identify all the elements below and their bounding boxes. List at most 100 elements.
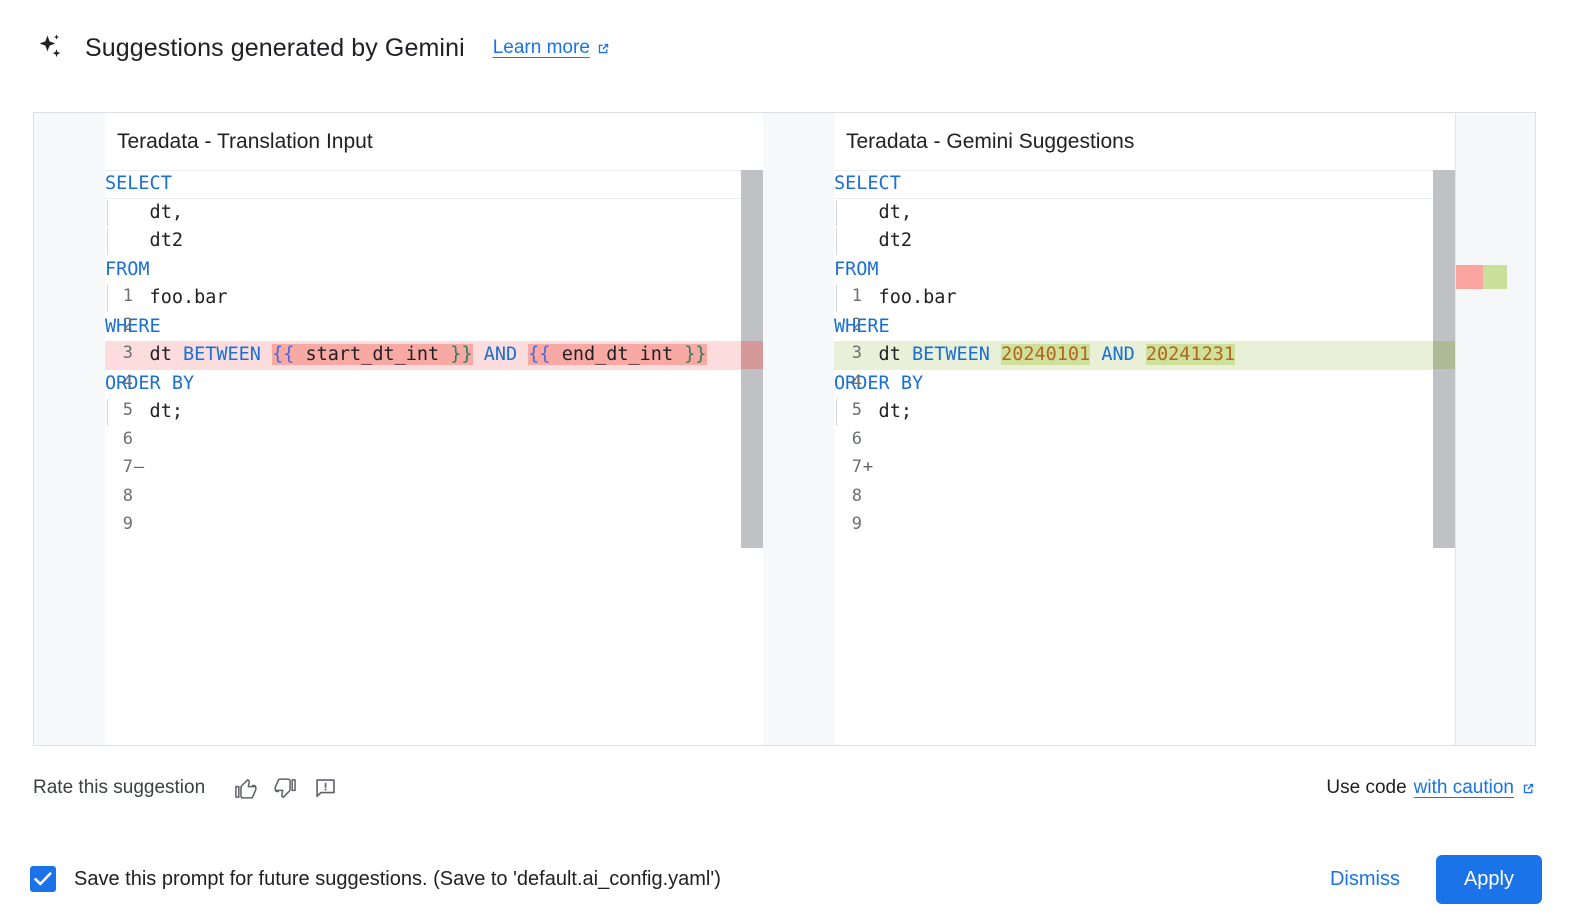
- code-line: dt BETWEEN {{ start_dt_int }} AND {{ end…: [105, 341, 763, 370]
- action-buttons: Dismiss Apply: [1316, 854, 1542, 904]
- indent-guide: [836, 285, 837, 312]
- code-line: dt,: [105, 199, 763, 228]
- thumb-up-button[interactable]: [229, 772, 261, 804]
- code-token: dt2: [105, 230, 183, 251]
- code-token: dt,: [834, 201, 912, 223]
- line-number: 9: [851, 514, 862, 534]
- code-token: start_dt_int: [294, 344, 451, 365]
- gemini-spark-icon: [33, 31, 67, 65]
- code-token: FROM: [834, 258, 879, 280]
- right-scrollbar-thumb[interactable]: [1433, 170, 1455, 548]
- code-token: [473, 344, 484, 365]
- code-line: dt;: [834, 398, 1455, 427]
- gemini-suggestions-pane: Teradata - Gemini Suggestions SELECT dt,…: [763, 113, 1455, 745]
- line-number: 6: [122, 428, 133, 449]
- left-pane-title: Teradata - Translation Input: [105, 113, 763, 170]
- with-caution-link[interactable]: with caution: [1414, 777, 1536, 799]
- line-number: 4: [851, 371, 862, 392]
- code-line: SELECT: [105, 170, 763, 199]
- code-token: dt: [834, 344, 912, 365]
- overview-inserted-marker: [1483, 265, 1507, 289]
- line-number: 6: [851, 428, 862, 449]
- indent-guide: [107, 285, 108, 312]
- save-prompt-row: Save this prompt for future suggestions.…: [30, 866, 721, 892]
- code-token: {{: [272, 344, 295, 365]
- code-line: dt,: [834, 199, 1455, 228]
- dismiss-button[interactable]: Dismiss: [1316, 858, 1414, 901]
- code-token: dt;: [834, 401, 912, 422]
- line-number: 5: [122, 400, 133, 420]
- right-vertical-scrollbar[interactable]: [1433, 170, 1455, 745]
- code-token: dt2: [834, 230, 912, 251]
- bottom-action-bar: Save this prompt for future suggestions.…: [0, 840, 1574, 918]
- diff-editor: Teradata - Translation Input SELECT dt, …: [33, 112, 1536, 746]
- line-number: 1: [122, 286, 133, 306]
- code-token: SELECT: [105, 173, 172, 194]
- code-token: FROM: [105, 258, 150, 280]
- translation-input-pane: Teradata - Translation Input SELECT dt, …: [34, 113, 763, 745]
- code-line: SELECT: [834, 170, 1455, 199]
- line-number: 8: [851, 485, 862, 506]
- line-number: 9: [122, 514, 133, 534]
- code-token: BETWEEN: [182, 344, 261, 365]
- learn-more-link[interactable]: Learn more: [493, 37, 611, 59]
- rate-controls: Rate this suggestion: [33, 772, 349, 804]
- line-number: 5: [851, 400, 862, 420]
- code-token: foo.bar: [834, 287, 957, 308]
- thumb-down-button[interactable]: [269, 772, 301, 804]
- code-token: WHERE: [105, 315, 161, 337]
- code-line: FROM: [834, 256, 1455, 285]
- panel-header: Suggestions generated by Gemini Learn mo…: [33, 24, 611, 72]
- line-number: 7–: [68, 453, 144, 482]
- left-scrollbar-diff-marker: [741, 341, 763, 369]
- diff-overview-ruler[interactable]: [1455, 113, 1535, 745]
- with-caution-label: with caution: [1413, 777, 1514, 798]
- code-line: dt BETWEEN 20240101 AND 20241231: [834, 341, 1455, 370]
- code-line: ORDER BY: [834, 370, 1455, 399]
- code-token: WHERE: [834, 315, 890, 337]
- page-title: Suggestions generated by Gemini: [85, 33, 465, 62]
- external-link-icon: [1521, 781, 1536, 796]
- save-prompt-checkbox[interactable]: [30, 866, 56, 892]
- code-token: dt,: [105, 201, 183, 223]
- code-token: }}: [450, 344, 473, 365]
- report-issue-button[interactable]: [309, 772, 341, 804]
- code-token: }}: [684, 344, 707, 365]
- line-number: 7+: [797, 453, 873, 482]
- overview-deleted-marker: [1456, 265, 1483, 289]
- code-token: ORDER BY: [105, 372, 195, 394]
- diff-sign: –: [133, 457, 145, 477]
- left-vertical-scrollbar[interactable]: [741, 170, 763, 745]
- apply-button[interactable]: Apply: [1435, 854, 1542, 904]
- indent-guide: [836, 399, 837, 426]
- thumb-down-icon: [274, 777, 297, 800]
- code-line: foo.bar: [105, 284, 763, 313]
- code-token: [1090, 344, 1101, 365]
- right-gutter: [763, 113, 834, 745]
- indent-guide: [836, 199, 837, 226]
- code-token: AND: [1101, 344, 1135, 365]
- line-number: 1: [851, 286, 862, 306]
- code-line: ORDER BY: [105, 370, 763, 399]
- report-issue-icon: [314, 777, 337, 800]
- indent-guide: [107, 399, 108, 426]
- code-token: dt: [105, 344, 183, 365]
- code-token: SELECT: [834, 173, 901, 194]
- indent-guide: [836, 228, 837, 255]
- learn-more-label: Learn more: [492, 37, 590, 58]
- line-number: 4: [122, 371, 133, 392]
- indent-guide: [107, 228, 108, 255]
- right-pane-body: Teradata - Gemini Suggestions SELECT dt,…: [834, 113, 1455, 745]
- code-token: [1135, 344, 1146, 365]
- code-token: end_dt_int: [550, 344, 685, 365]
- line-number: 3: [851, 343, 862, 363]
- code-line: WHERE: [834, 313, 1455, 342]
- code-token: [990, 344, 1001, 365]
- code-token: 20241231: [1145, 344, 1235, 365]
- rate-label: Rate this suggestion: [33, 777, 206, 798]
